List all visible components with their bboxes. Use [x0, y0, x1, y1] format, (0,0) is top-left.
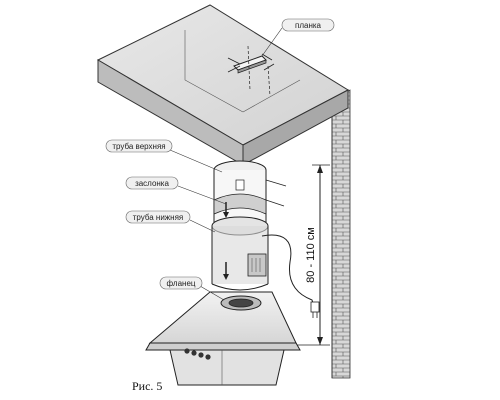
label-planka: планка: [295, 21, 322, 30]
leader-pipe-lower: [189, 219, 216, 233]
figure-caption: Рис. 5: [132, 379, 162, 393]
label-pipe-upper: труба верхняя: [112, 142, 165, 151]
mounting-bar: [227, 45, 275, 97]
power-cord: [261, 234, 317, 313]
upper-pipe: [213, 160, 287, 226]
label-flange: фланец: [167, 279, 196, 288]
leader-flange: [199, 285, 225, 301]
label-box-pipe-lower: [125, 210, 191, 224]
brick-wall: [331, 89, 351, 379]
dimension-label: 80 - 110 см: [305, 227, 317, 283]
leader-planka: [261, 27, 283, 57]
range-hood: [145, 291, 301, 386]
label-box-flange: [159, 276, 203, 290]
label-pipe-lower: труба нижняя: [133, 213, 184, 222]
leader-damper: [177, 185, 227, 205]
label-box-pipe-upper: [105, 139, 173, 153]
leader-pipe-upper: [169, 149, 223, 173]
label-box-planka: [281, 18, 335, 32]
lower-pipe: [211, 216, 269, 291]
label-damper: заслонка: [135, 179, 169, 188]
ceiling-slab: [96, 4, 350, 166]
plug: [310, 301, 320, 318]
label-box-damper: [125, 176, 179, 190]
